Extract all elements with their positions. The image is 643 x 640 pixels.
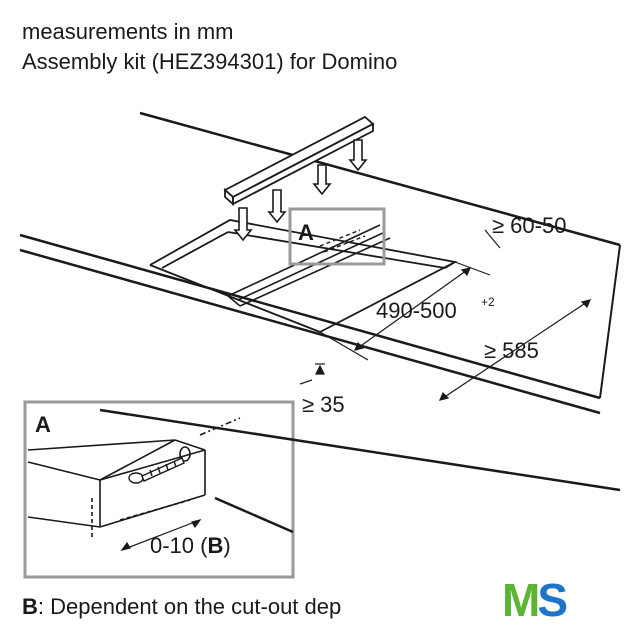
ms-logo: MS [502,574,568,626]
unit-note: measurements in mm [22,19,234,44]
dim-60-50-label: ≥ 60-50 [492,213,566,238]
inset-detail [27,417,241,540]
inset-label-a: A [35,412,51,437]
dim-35-label: ≥ 35 [302,392,345,417]
inset-countertop-edge-top [99,408,621,492]
footnote-key: B [22,594,38,619]
dim-585-line [438,299,592,401]
countertop-back-edge [139,111,621,247]
connecting-rail [227,224,391,307]
countertop-front-edge-bottom [19,248,601,415]
footnote-text: : Dependent on the cut-out dep [37,594,342,619]
countertop-front-edge-top [19,233,601,400]
dim-490-label: 490-500 [376,298,457,323]
cutout [149,219,458,333]
dim-gap-arrow [120,519,202,551]
kit-title: Assembly kit (HEZ394301) for Domino [22,49,398,74]
dim-35-arrows [299,363,325,385]
dim-585-label: ≥ 585 [484,338,539,363]
callout-label-a: A [298,220,314,245]
dim-60-50-arrow [484,229,501,249]
dim-gap-label: 0-10 (B) [150,533,231,558]
callout-frame-a [288,207,386,266]
dim-490-superscript: +2 [481,295,495,309]
mounting-arrows [233,139,368,242]
callout-detail [319,229,366,253]
inset-frame [23,400,295,579]
kit-bar [223,115,375,206]
screw [128,457,185,484]
footnote: B: Dependent on the cut-out dep [22,594,341,620]
countertop-right-edge [599,244,621,399]
inset-countertop-edge-bottom [214,496,294,534]
dim-490-line [319,261,491,361]
